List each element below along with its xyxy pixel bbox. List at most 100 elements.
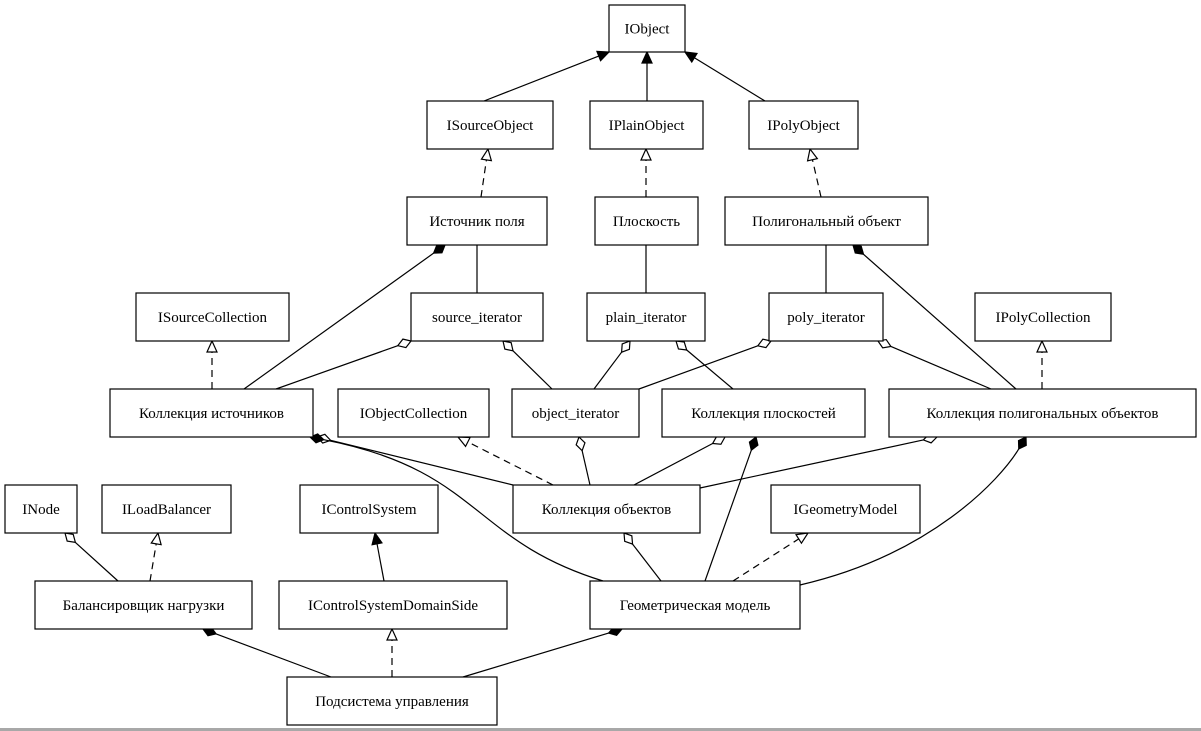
class-node-poly-object: Полигональный объект [724, 196, 929, 246]
class-label: IPlainObject [609, 118, 686, 134]
class-label: poly_iterator [787, 310, 864, 326]
edge-aggregation-object-iterator-to-plain-iterator [593, 340, 631, 390]
class-node-geometry-model: Геометрическая модель [589, 580, 801, 630]
edge-line [863, 253, 1017, 390]
edge-line [330, 439, 514, 486]
class-label: IGeometryModel [793, 502, 897, 518]
class-label: IPolyCollection [996, 310, 1091, 326]
edge-line [215, 633, 332, 678]
class-box [286, 676, 498, 726]
edge-composition-geometry-model-to-plane-collection [704, 435, 759, 582]
hollow-arrowhead-icon [640, 147, 652, 161]
class-node-source-iterator: source_iterator [410, 292, 544, 342]
edge-line [74, 541, 119, 582]
class-box [589, 100, 704, 150]
class-label: Подсистема управления [315, 694, 469, 710]
class-box [426, 100, 554, 150]
edge-inheritance-isourceobject-to-iobject [483, 50, 611, 102]
class-box [608, 4, 686, 53]
class-box [4, 484, 78, 534]
class-box [594, 196, 699, 246]
class-label: IObject [625, 22, 671, 38]
class-node-poly-iterator: poly_iterator [768, 292, 884, 342]
class-box [586, 292, 706, 342]
edge-inheritance-iplainobject-to-iobject [641, 50, 653, 101]
edge-aggregation-geometry-model-to-object-collection [623, 532, 662, 582]
hollow-diamond-icon [502, 340, 514, 352]
class-label: Коллекция источников [139, 406, 284, 422]
class-node-igeometrymodel: IGeometryModel [770, 484, 921, 534]
edge-aggregation-load-balancer-to-inode [64, 532, 119, 582]
edge-line [632, 543, 662, 582]
class-label: IPolyObject [767, 118, 840, 134]
edge-line [811, 159, 822, 198]
class-box [34, 580, 253, 630]
edge-inheritance-icontrolsystemdomainside-to-icontrolsystem [371, 531, 385, 582]
edge-line [694, 57, 766, 102]
class-box [724, 196, 929, 246]
edge-realization-plane-to-iplainobject [640, 147, 652, 197]
edge-line [699, 439, 924, 489]
edge-line [581, 450, 591, 486]
class-label: object_iterator [532, 406, 619, 422]
class-node-plain-iterator: plain_iterator [586, 292, 706, 342]
class-label: Плоскость [613, 214, 680, 230]
class-node-ipolyobject: IPolyObject [748, 100, 859, 150]
class-node-isourceobject: ISourceObject [426, 100, 554, 150]
hollow-arrowhead-icon [480, 147, 493, 162]
hollow-arrowhead-icon [456, 436, 472, 448]
hollow-arrowhead-icon [1036, 339, 1048, 353]
filled-diamond-icon [852, 244, 865, 256]
class-box [589, 580, 801, 630]
class-node-plane-collection: Коллекция плоскостей [661, 388, 866, 438]
edge-line [704, 449, 752, 582]
class-box [770, 484, 921, 534]
edge-realization-field-source-to-isourceobject [480, 147, 493, 198]
class-box [768, 292, 884, 342]
edge-aggregation-poly-collection-to-poly-iterator [876, 338, 992, 390]
edges-layer [64, 50, 1048, 678]
edge-realization-poly-collection-to-ipolycollection [1036, 339, 1048, 389]
filled-arrowhead-icon [596, 50, 611, 62]
edge-aggregation-object-collection-to-plane-collection [633, 435, 726, 486]
class-label: Источник поля [429, 214, 524, 230]
class-node-isourcecollection: ISourceCollection [135, 292, 290, 342]
edge-realization-geometry-model-to-igeometrymodel [732, 532, 810, 582]
class-node-inode: INode [4, 484, 78, 534]
hollow-diamond-icon [64, 532, 77, 544]
class-box [299, 484, 439, 534]
edge-line [593, 351, 623, 390]
edge-composition-control-subsystem-to-geometry-model [462, 626, 624, 678]
hollow-diamond-icon [675, 340, 688, 351]
filled-diamond-icon [748, 435, 759, 452]
class-label: Полигональный объект [752, 214, 901, 230]
edge-aggregation-object-collection-to-source-collection [315, 433, 514, 486]
edge-realization-poly-object-to-ipolyobject [806, 147, 822, 198]
edge-line [275, 345, 399, 390]
class-box [406, 196, 548, 246]
class-node-object-collection: Коллекция объектов [512, 484, 701, 534]
class-box [135, 292, 290, 342]
class-label: Геометрическая модель [620, 598, 771, 614]
class-box [278, 580, 508, 630]
edge-realization-source-collection-to-isourcecollection [206, 339, 218, 389]
class-node-plane: Плоскость [594, 196, 699, 246]
class-node-icontrolsystemdomainside: IControlSystemDomainSide [278, 580, 508, 630]
edge-line [462, 632, 609, 678]
class-box [512, 484, 701, 534]
hollow-diamond-icon [396, 338, 413, 349]
edge-line [732, 538, 800, 582]
class-box [888, 388, 1197, 438]
edge-line [483, 55, 599, 102]
class-box [337, 388, 490, 438]
class-node-load-balancer: Балансировщик нагрузки [34, 580, 253, 630]
class-box [410, 292, 544, 342]
class-node-iloadbalancer: ILoadBalancer [101, 484, 232, 534]
class-label: Балансировщик нагрузки [63, 598, 225, 614]
class-box [511, 388, 640, 438]
edge-realization-control-subsystem-to-icontrolsystemdomainside [386, 627, 398, 677]
edge-composition-poly-collection-to-poly-object [852, 244, 1017, 390]
class-label: IObjectCollection [360, 406, 468, 422]
edge-realization-load-balancer-to-iloadbalancer [149, 531, 162, 582]
edge-line [799, 448, 1020, 586]
